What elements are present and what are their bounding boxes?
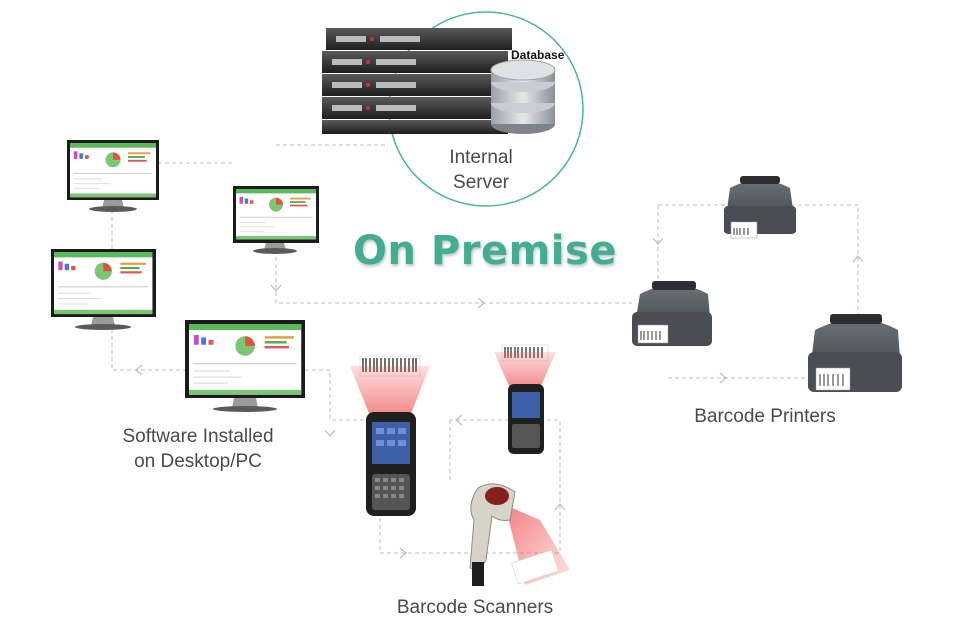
- scanners-label: Barcode Scanners: [396, 597, 554, 618]
- monitor-icon: [185, 320, 305, 412]
- database-label: Database: [511, 48, 565, 62]
- mobile-scanner-icon: [494, 344, 556, 454]
- monitor-icon: [51, 249, 156, 330]
- connector-arrows: [135, 237, 864, 559]
- handheld-scanner-icon: [469, 483, 570, 586]
- desktop-label: Software Installed on Desktop/PC: [88, 425, 308, 474]
- monitor-icon: [233, 186, 319, 254]
- connector-lines: [111, 144, 859, 554]
- barcode-printer-icon: [632, 281, 712, 346]
- headline: On Premise: [353, 228, 617, 274]
- barcode-printer-icon: [808, 314, 902, 392]
- server-label: Internal Server: [406, 146, 556, 195]
- database-icon: [490, 59, 556, 134]
- mobile-scanner-icon: [350, 355, 430, 516]
- server-rack-icon: [322, 28, 512, 134]
- printers-label: Barcode Printers: [694, 406, 836, 427]
- monitor-icon: [67, 140, 159, 212]
- desktop-label-line2: on Desktop/PC: [134, 450, 262, 472]
- server-label-line1: Internal: [449, 147, 513, 168]
- server-label-line2: Server: [453, 171, 509, 193]
- barcode-printer-icon: [724, 176, 796, 239]
- desktop-label-line1: Software Installed: [122, 426, 274, 447]
